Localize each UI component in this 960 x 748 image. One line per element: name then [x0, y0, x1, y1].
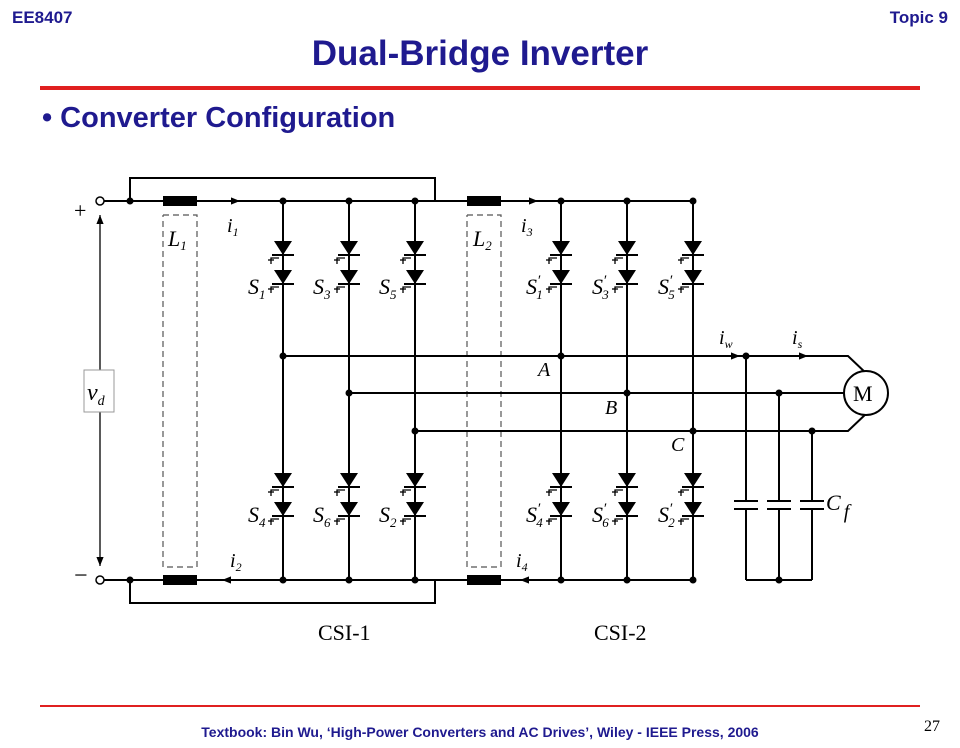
i3-label: i3	[521, 215, 533, 239]
switch-csi2-lower	[546, 473, 572, 525]
inductor-l1-top	[163, 196, 197, 206]
s5-prime-label: S′5	[658, 273, 675, 302]
iw-label: iw	[719, 327, 733, 351]
i2-label: i2	[230, 550, 242, 574]
s5-label: S5	[379, 274, 397, 302]
switch-csi2-lower	[678, 473, 704, 525]
s1-prime-label: S′1	[526, 273, 543, 302]
motor-label: M	[853, 381, 873, 406]
switch-csi1-lower	[268, 473, 294, 525]
switch-csi1-upper	[268, 241, 294, 293]
csi1-label: CSI-1	[318, 620, 371, 645]
l2-coupling	[466, 214, 502, 568]
top-bypass-loop	[129, 177, 436, 201]
phase-b-label: B	[605, 397, 617, 419]
s6-label: S6	[313, 502, 331, 530]
inductor-l2-bottom	[467, 575, 501, 585]
s4-prime-label: S′4	[526, 501, 543, 530]
s3-prime-label: S′3	[592, 273, 609, 302]
i4-label: i4	[516, 550, 528, 574]
inductor-l1-bottom	[163, 575, 197, 585]
phase-a-line	[283, 355, 869, 376]
page-number: 27	[924, 718, 940, 735]
vd-label: vd	[87, 380, 106, 409]
switch-labels-csi1: S1 S3 S5 S4 S6 S2	[248, 274, 397, 530]
dc-current-arrows: i1 i2 i3 i4	[212, 197, 543, 584]
phase-a-label: A	[536, 359, 551, 381]
title-rule	[40, 86, 920, 90]
s3-label: S3	[313, 274, 331, 302]
phase-legs	[268, 197, 704, 584]
switch-csi2-upper	[678, 241, 704, 293]
motor: M	[843, 370, 889, 416]
i1-label: i1	[227, 215, 239, 239]
plus-terminal-label: +	[74, 198, 86, 223]
slide-title: Dual-Bridge Inverter	[311, 34, 649, 73]
csi2-label: CSI-2	[594, 620, 647, 645]
l1-label: L1	[167, 226, 187, 253]
switch-csi1-lower	[400, 473, 426, 525]
s4-label: S4	[248, 502, 266, 530]
bullet-item: •Converter Configuration	[42, 102, 396, 134]
s2-label: S2	[379, 502, 397, 530]
minus-terminal	[95, 575, 105, 585]
plus-terminal	[95, 196, 105, 206]
vd-label-box	[83, 369, 115, 413]
minus-terminal-label: −	[74, 563, 88, 589]
dc-source: + − vd	[74, 196, 115, 589]
switch-labels-csi2: S′1 S′3 S′5 S′4 S′6 S′2	[526, 273, 675, 530]
switch-csi1-upper	[334, 241, 360, 293]
bottom-bypass-loop	[129, 580, 436, 604]
l2-label: L2	[472, 226, 492, 253]
switch-csi2-lower	[612, 473, 638, 525]
inductors: L1 L2	[162, 196, 502, 585]
course-code: EE8407	[12, 8, 73, 27]
dual-bridge-circuit-diagram: + − vd L1 L2 i1 i2 i3 i4	[74, 177, 889, 645]
l1-coupling	[162, 214, 198, 568]
switch-csi1-upper	[400, 241, 426, 293]
switch-csi2-upper	[612, 241, 638, 293]
is-label: is	[792, 327, 803, 351]
dc-bus	[104, 177, 695, 604]
phase-c-line	[415, 411, 869, 432]
switch-csi1-lower	[334, 473, 360, 525]
motor-symbol	[843, 370, 889, 416]
s1-label: S1	[248, 274, 266, 302]
footer-rule	[40, 705, 920, 707]
s2-prime-label: S′2	[658, 501, 675, 530]
inductor-l2-top	[467, 196, 501, 206]
topic-label: Topic 9	[889, 8, 948, 27]
textbook-citation: Textbook: Bin Wu, ‘High-Power Converters…	[201, 724, 759, 740]
phase-c-label: C	[671, 434, 685, 456]
switch-csi2-upper	[546, 241, 572, 293]
bullet-text: Converter Configuration	[60, 102, 396, 134]
s6-prime-label: S′6	[592, 501, 609, 530]
